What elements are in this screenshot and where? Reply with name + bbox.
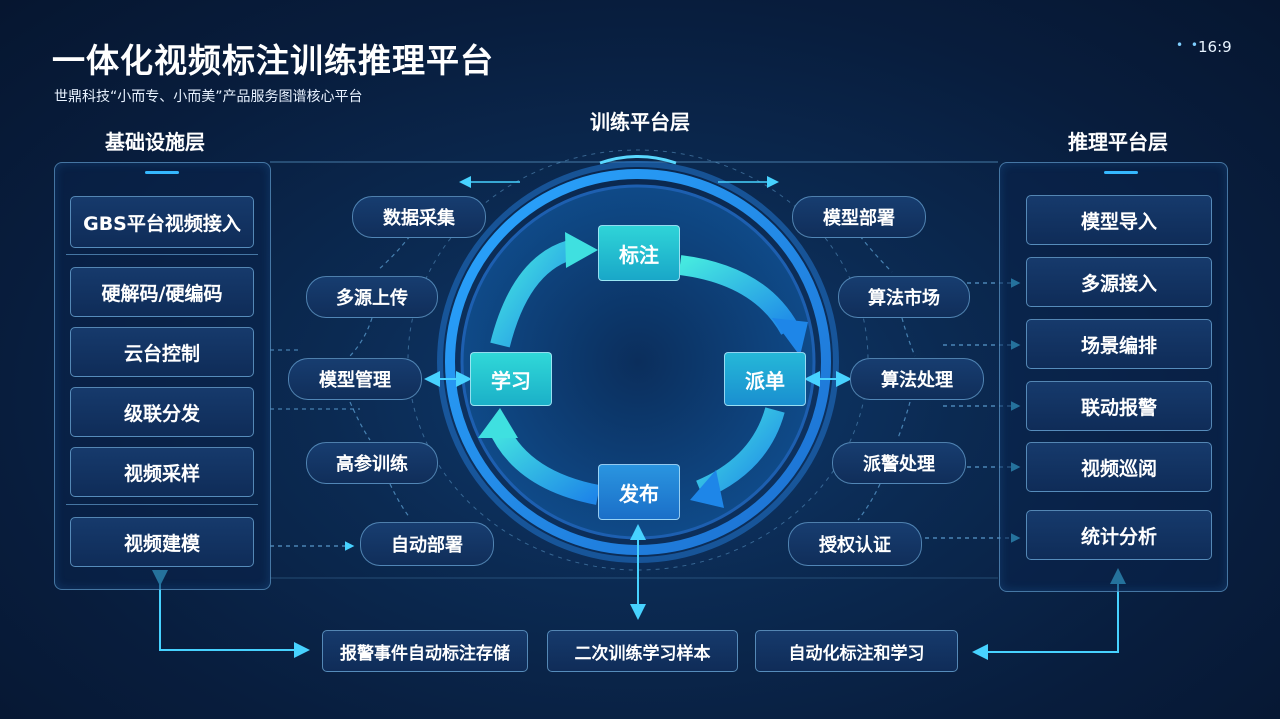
bottom-alarm-storage[interactable]: 报警事件自动标注存储 xyxy=(322,630,528,672)
infer-item-patrol[interactable]: 视频巡阅 xyxy=(1026,442,1212,492)
infrastructure-layer-title: 基础设施层 xyxy=(105,130,205,154)
pill-algorithm-processing[interactable]: 算法处理 xyxy=(850,358,984,400)
infra-item-sampling[interactable]: 视频采样 xyxy=(70,447,254,497)
page-subtitle: 世鼎科技“小而专、小而美”产品服务图谱核心平台 xyxy=(54,89,363,105)
bottom-retraining-samples[interactable]: 二次训练学习样本 xyxy=(547,630,738,672)
pill-model-deploy[interactable]: 模型部署 xyxy=(792,196,926,238)
training-layer-title: 训练平台层 xyxy=(590,110,690,134)
cycle-node-publish[interactable]: 发布 xyxy=(598,464,680,520)
infra-item-cascade[interactable]: 级联分发 xyxy=(70,387,254,437)
pill-authorization[interactable]: 授权认证 xyxy=(788,522,922,566)
pill-auto-deploy[interactable]: 自动部署 xyxy=(360,522,494,566)
pill-algorithm-market[interactable]: 算法市场 xyxy=(838,276,970,318)
infer-item-scene[interactable]: 场景编排 xyxy=(1026,319,1212,369)
pill-hyperparam-training[interactable]: 高参训练 xyxy=(306,442,438,484)
panel-accent-tab xyxy=(1104,171,1138,174)
infra-item-modeling[interactable]: 视频建模 xyxy=(70,517,254,567)
infra-item-ptz[interactable]: 云台控制 xyxy=(70,327,254,377)
infer-item-statistics[interactable]: 统计分析 xyxy=(1026,510,1212,560)
infer-item-model-import[interactable]: 模型导入 xyxy=(1026,195,1212,245)
pill-data-collection[interactable]: 数据采集 xyxy=(352,196,486,238)
dots-icon: • • xyxy=(1176,38,1200,52)
infra-item-gbs[interactable]: GBS平台视频接入 xyxy=(70,196,254,248)
pill-multi-upload[interactable]: 多源上传 xyxy=(306,276,438,318)
infer-item-alarm[interactable]: 联动报警 xyxy=(1026,381,1212,431)
cycle-node-learn[interactable]: 学习 xyxy=(470,352,552,406)
aspect-ratio-label: 16:9 xyxy=(1198,38,1232,56)
pill-alarm-dispatch[interactable]: 派警处理 xyxy=(832,442,966,484)
pill-model-management[interactable]: 模型管理 xyxy=(288,358,422,400)
bottom-auto-annotation[interactable]: 自动化标注和学习 xyxy=(755,630,958,672)
panel-accent-tab xyxy=(145,171,179,174)
page-title: 一体化视频标注训练推理平台 xyxy=(52,41,494,80)
cycle-node-dispatch[interactable]: 派单 xyxy=(724,352,806,406)
inference-layer-title: 推理平台层 xyxy=(1068,130,1168,154)
cycle-node-annotate[interactable]: 标注 xyxy=(598,225,680,281)
panel-divider xyxy=(66,254,258,255)
infer-item-multi-source[interactable]: 多源接入 xyxy=(1026,257,1212,307)
panel-divider xyxy=(66,504,258,505)
infra-item-codec[interactable]: 硬解码/硬编码 xyxy=(70,267,254,317)
